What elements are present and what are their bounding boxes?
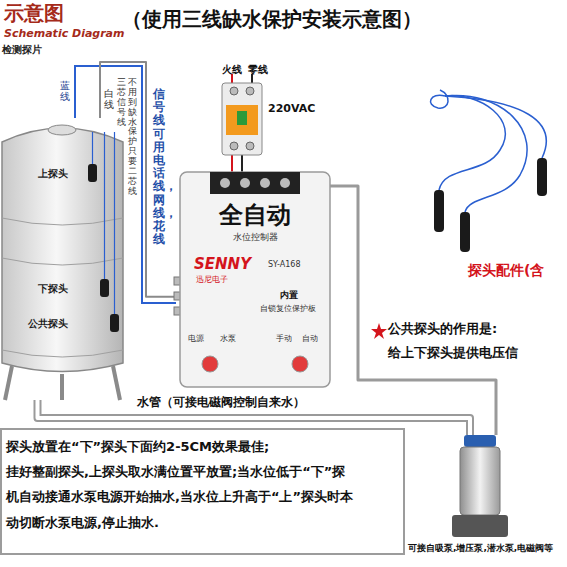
probe-body [460,212,470,252]
node-text: 动切断水泵电源,停止抽水. [6,516,159,531]
wire-connector [330,186,496,435]
accessory-label: 探头配件(含 [468,262,544,278]
water-tank-shape [5,366,12,400]
heading: （使用三线缺水保护安装示意图） [122,8,422,31]
water-pump-shape [452,515,508,537]
water-tank-shape [0,118,125,400]
controller-box-shape [260,178,270,188]
node-text: 水位控制器 [233,232,278,242]
live-wire [231,74,233,83]
part-label: 检测探片 [2,44,42,56]
node-text: 手动 [276,334,292,343]
circuit-breaker-shape [237,111,247,125]
node-text: 挂好整副探头,上探头取水满位置平放置;当水位低于“下”探 [6,465,345,480]
controller-box-shape [240,178,250,188]
probe-body [434,190,444,232]
controller-box-shape [210,172,300,194]
water-tank-shape [88,164,97,182]
node-text: 内置 [280,290,298,300]
water-pump-shape [440,435,520,540]
wire-label: 蓝线 [60,80,70,102]
circuit-breaker-shape [226,105,258,135]
controller-box-shape [280,178,290,188]
controller-box: 全自动水位控制器 SENNY 迅尼电子 SY-A168 内置自锁复位保护板电源 水泵 手动 自… [180,172,330,387]
node-text: 机自动接通水泵电源开始抽水,当水位上升高于“上”探头时本 [6,490,353,505]
circuit-breaker-shape [222,83,262,155]
probe-body [537,158,547,196]
water-tank-shape [48,125,76,135]
node-text: 自锁复位保护板 [260,304,316,313]
water-pump: 可接自吸泵,增压泵,潜水泵,电磁阀等 [440,435,520,540]
probe-cable [431,90,449,108]
circuit-breaker-shape [246,87,254,95]
node-heading: 220VAC [268,103,315,116]
water-tank-shape [60,374,64,400]
wire-note: 不用到缺水保护只要二芯线 [128,78,137,197]
node-heading: 可接自吸泵,增压泵,潜水泵,电磁阀等 [408,543,553,553]
diagram-title: 示意图 [4,2,64,25]
water-tank-shape [114,132,115,314]
note-text: 给上下探头提供电压信 [388,346,518,361]
probe-cable [445,96,546,158]
node-heading: 探头放置在“下”探头下面约2-5CM效果最佳; [6,440,269,455]
controller-box-shape [202,356,218,372]
node-text: 水泵 [220,334,236,343]
water-tank-shape [92,132,93,164]
node-text: 下探头 [38,283,68,295]
circuit-breaker: 220VAC [222,83,262,155]
subtitle: Schematic Diagram [4,28,125,41]
controller-box-shape [292,356,308,372]
node-text: 自动 [302,334,318,343]
star-mark [371,323,387,339]
controller-box-shape [180,172,330,387]
water-tank: 上探头下探头公共探头 [0,118,125,400]
edge-label: 水管（可接电磁阀控制自来水） [135,396,307,410]
probe-cable [445,95,527,212]
node-text: SY-A168 [268,260,300,269]
wire-note: 三芯信号线 [117,78,126,127]
wire-connector [330,186,496,435]
controller-box-shape [220,178,230,188]
wire-label: 零线 [248,64,268,76]
water-tank-shape [110,314,119,332]
note-box-shape [1,429,404,554]
wire-label: 白线 [104,88,114,110]
probe-cable [439,96,505,190]
node-heading: 全自动 [219,202,291,230]
note-box: 探头放置在“下”探头下面约2-5CM效果最佳; 挂好整副探头,上探头取水满位置平放… [0,428,405,555]
node-heading: 上探头 [38,168,68,180]
wire-connector [242,155,243,172]
water-tank-shape [104,132,105,279]
wire-note: 信号线可用电话线，网线，花线 [153,88,165,246]
water-tank-shape [100,279,109,297]
live-wire [231,155,233,172]
water-pump-shape [460,447,500,515]
note-heading: 公共探头的作用是: [388,322,497,337]
water-tank-shape [113,366,120,400]
wire-label: 火线 [222,64,242,76]
water-tank-shape [2,128,123,372]
water-pump-shape [464,435,496,447]
node-text: 电源 [188,334,204,343]
node-text: SENNY [194,256,251,273]
circuit-breaker-shape [230,87,238,95]
circuit-breaker-shape [222,83,262,155]
circuit-breaker-shape [246,142,254,150]
water-tank-shape [2,350,123,357]
neutral-wire [251,74,253,83]
probe-accessory [431,90,547,252]
circuit-breaker-shape [230,142,238,150]
node-text: 迅尼电子 [196,275,228,284]
node-text: 公共探头 [28,318,68,330]
wire-connector [241,155,243,172]
